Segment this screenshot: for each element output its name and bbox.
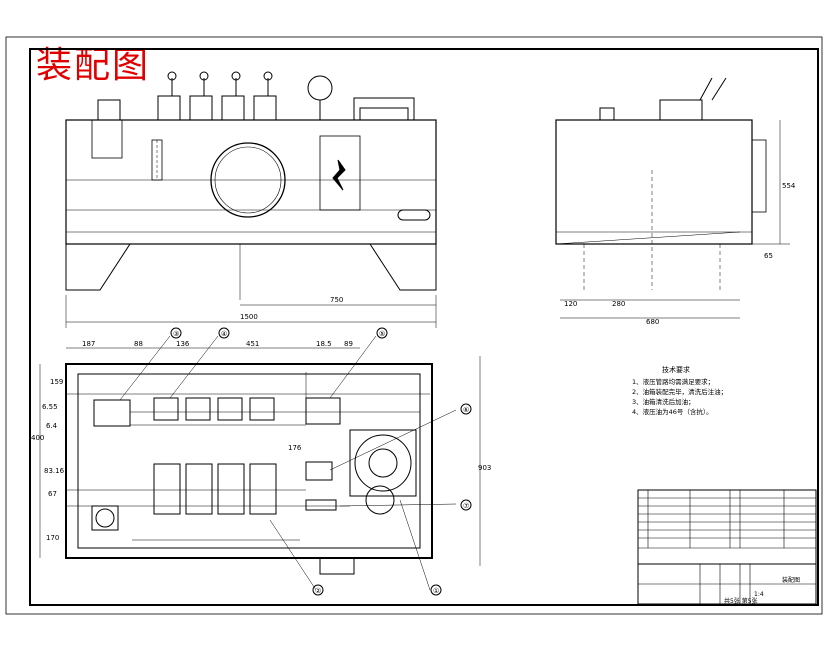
dim-280: 280 [612,300,625,308]
dim-451: 451 [246,340,259,348]
tech-requirements: 技术要求 1、液压管路均需满足要求； 2、油箱装配完毕，清洗后注油； 3、油箱清… [632,365,727,416]
tech-item-4: 4、液压油为46号（含抗）。 [632,407,713,416]
dim-6-4: 6.4 [46,422,58,430]
callout-6: ⑥ [463,406,469,414]
plan-view [39,327,481,596]
tech-item-1: 1、液压管路均需满足要求； [632,377,714,386]
dim-136: 136 [176,340,190,348]
dim-400: 400 [31,434,44,442]
motor-flange [349,429,417,497]
right-leg [369,243,437,291]
tech-item-2: 2、油箱装配完毕，清洗后注油； [632,387,727,396]
plan-outer [65,363,433,559]
dim-18-5: 18.5 [316,340,332,348]
callout-1: ① [433,587,439,595]
callout-3: ③ [173,330,179,338]
left-leg [65,243,131,291]
dim-176: 176 [288,444,302,452]
title-block-sheet: 共5张 第5张 [724,597,758,605]
plan-dimensions: 187 88 136 451 18.5 89 159 6.55 6.4 400 … [31,340,491,542]
dim-750: 750 [330,296,343,304]
pump-unit [353,97,415,121]
dim-83-16: 83.16 [44,467,65,475]
dim-680: 680 [646,318,659,326]
plan-callouts: ③ ④ ⑤ ⑥ ⑦ ② ① [173,330,469,595]
tech-item-3: 3、油箱清洗后加油； [632,397,695,406]
top-handles [157,71,277,121]
breather-filter [91,119,123,159]
dim-554: 554 [782,182,796,190]
callout-4: ④ [221,330,227,338]
side-tank [555,119,753,245]
pressure-gauge [307,75,333,101]
dim-120: 120 [564,300,577,308]
title-block [637,489,817,605]
dim-170: 170 [46,534,59,542]
sheet-frame [5,36,823,615]
front-view [65,71,437,328]
inspection-cover [210,142,286,218]
dim-88: 88 [134,340,143,348]
title-block-scale: 1:4 [754,591,764,598]
callout-5: ⑤ [379,330,385,338]
dim-187: 187 [82,340,95,348]
dim-89: 89 [344,340,353,348]
callout-2: ② [315,587,321,595]
title-block-name: 装配图 [782,576,800,584]
nameplate [319,135,361,211]
dim-67: 67 [48,490,57,498]
valve-row-top [153,397,275,421]
dim-903: 903 [478,464,491,472]
dim-159: 159 [50,378,63,386]
side-view [555,77,790,319]
valve-row-bottom [153,463,277,515]
dim-1500: 1500 [240,313,258,321]
drawing-title-stamp: 装配图 [36,45,151,86]
tank-body [65,119,437,245]
dim-65: 65 [764,252,773,260]
tech-heading: 技术要求 [662,365,690,374]
dim-6-55: 6.55 [42,403,58,411]
callout-7: ⑦ [463,502,469,510]
